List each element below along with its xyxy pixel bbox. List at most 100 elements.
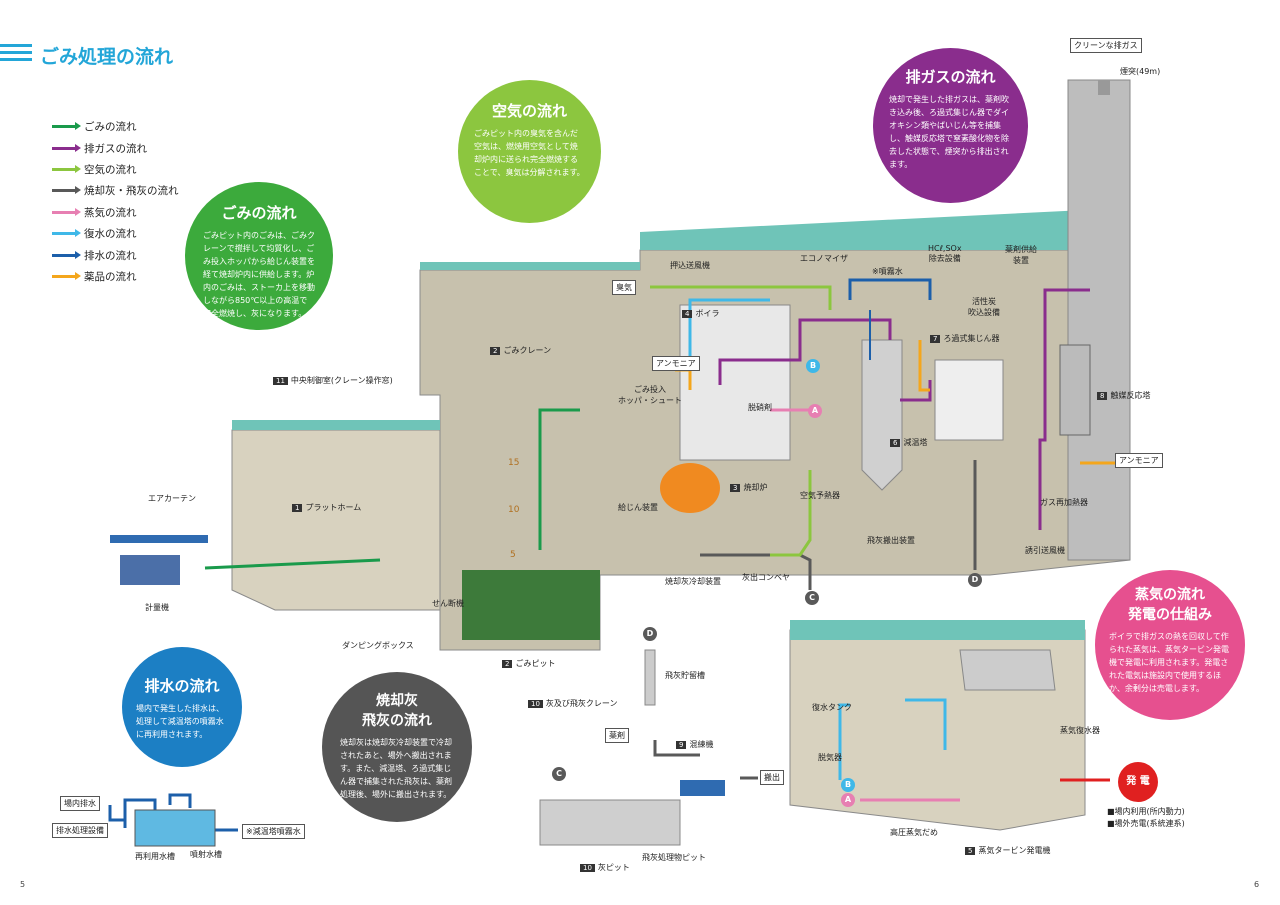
- cooling-tower-text: 減温塔: [903, 438, 928, 447]
- crane-text: ごみクレーン: [503, 346, 552, 355]
- legend-arrow-icon: [52, 250, 81, 259]
- badge-c-2: C: [552, 767, 566, 781]
- fire: [660, 463, 720, 513]
- incinerator-text: 焼却炉: [743, 483, 768, 492]
- circle-text: 焼却灰は焼却灰冷却装置で冷却されたあと、場外へ搬出されます。また、減温塔、ろ過式…: [340, 738, 452, 799]
- garbage-flow-1: [204, 558, 381, 570]
- legend-arrow-icon: [52, 207, 81, 216]
- circle-text: ボイラで排ガスの熱を回収して作られた蒸気は、蒸気タービン発電機で発電に利用されま…: [1109, 632, 1229, 693]
- cutter-label: せん断機: [432, 599, 464, 608]
- hopper-label: ごみ投入 ホッパ・シュート: [618, 385, 682, 405]
- pit-text: ごみピット: [515, 659, 556, 668]
- circle-text: 焼却で発生した排ガスは、薬剤吹き込み後、ろ過式集じん器でダイオキシン類やばいじん…: [889, 95, 1009, 169]
- condensate-flow: [688, 298, 770, 370]
- ash-flow-1: [700, 553, 812, 590]
- condensate-tank-label: 復水タンク: [812, 703, 852, 712]
- scale-10: 10: [508, 505, 520, 515]
- legend-label: 蒸気の流れ: [84, 206, 137, 219]
- odor-label: 臭気: [612, 280, 636, 295]
- scale-label: 計量機: [145, 603, 169, 612]
- ash-crane-text: 灰及び飛灰クレーン: [545, 699, 618, 708]
- economizer-label: エコノマイザ: [800, 254, 848, 263]
- legend-arrow-icon: [52, 186, 81, 195]
- num-3: 3: [730, 484, 741, 492]
- gas-flow-3: [1038, 288, 1090, 530]
- chem-supply-label: 薬剤供給 装置: [1005, 245, 1037, 265]
- air-flow-2: [770, 470, 812, 557]
- page-number-right: 6: [1254, 880, 1260, 889]
- turbine-text: 蒸気タービン発電機: [978, 846, 1051, 855]
- ash-conveyor-label: 灰出コンベヤ: [742, 573, 790, 582]
- circle-text: ごみピット内のごみは、ごみクレーンで撹拌して均質化し、ごみ投入ホッパから給じん装…: [203, 231, 315, 318]
- chimney: [1067, 79, 1131, 561]
- silo-shape: [644, 649, 656, 706]
- circle-title: 蒸気の流れ 発電の仕組み: [1128, 587, 1212, 623]
- badge-b-2: B: [841, 778, 855, 792]
- spray-tank-label: 噴射水槽: [190, 850, 222, 859]
- circle-title: ごみの流れ: [221, 204, 297, 222]
- ash-cooler-label: 焼却灰冷却装置: [665, 577, 721, 586]
- condenser-label: 蒸気復水器: [1060, 726, 1100, 735]
- legend-item: 空気の流れ: [52, 159, 179, 180]
- legend-label: 焼却灰・飛灰の流れ: [84, 185, 179, 198]
- num-11: 11: [273, 377, 288, 385]
- drain-flow: [848, 278, 932, 300]
- filter-text: ろ過式集じん器: [943, 334, 1000, 343]
- chem-flow-2: [918, 340, 930, 392]
- legend-item: 蒸気の流れ: [52, 202, 179, 223]
- flyash-silo-label: 飛灰貯留槽: [665, 671, 705, 680]
- use-1: ■場内利用(所内動力): [1107, 807, 1185, 816]
- legend-item: 排ガスの流れ: [52, 137, 179, 158]
- circle-text: 場内で発生した排水は、処理して減温塔の噴霧水に再利用されます。: [136, 704, 224, 739]
- gas-heater-label: ガス再加熱器: [1040, 498, 1088, 507]
- scale-5: 5: [510, 550, 516, 560]
- degasser-label: 脱気器: [818, 753, 842, 762]
- num-2b: 2: [502, 660, 513, 668]
- page-title: ごみ処理の流れ: [40, 46, 174, 68]
- legend-arrow-icon: [52, 143, 81, 152]
- legend-item: 薬品の流れ: [52, 266, 179, 287]
- gas-flow-1: [718, 318, 892, 385]
- drain-facility-label: 排水処理設備: [52, 823, 108, 838]
- denitration-label: 脱硝剤: [748, 403, 772, 412]
- ash-pit-text: 灰ピット: [597, 863, 630, 872]
- scale-15: 15: [508, 458, 520, 468]
- blower-label: 押込送風機: [670, 261, 710, 270]
- platform-building: [231, 429, 441, 611]
- legend-label: 空気の流れ: [84, 163, 137, 176]
- hcl-label: HCℓ,SOx 除去設備: [928, 244, 962, 263]
- legend-label: 復水の流れ: [84, 228, 137, 241]
- legend-arrow-icon: [52, 229, 81, 238]
- badge-a-1: A: [808, 404, 822, 418]
- legend-item: 焼却灰・飛灰の流れ: [52, 180, 179, 201]
- use-2: ■場外売電(系統連系): [1107, 819, 1185, 828]
- circle-text: ごみピット内の臭気を含んだ空気は、燃焼用空気として焼却炉内に送られ完全燃焼するこ…: [474, 129, 585, 177]
- carry-out-label: 搬出: [760, 770, 784, 785]
- title-decoration: [0, 44, 32, 65]
- circle-gas-flow: 排ガスの流れ焼却で発生した排ガスは、薬剤吹き込み後、ろ過式集じん器でダイオキシン…: [873, 48, 1028, 203]
- legend-arrow-icon: [52, 271, 81, 280]
- flyash-out-label: 飛灰搬出装置: [867, 536, 915, 545]
- boiler-text: ボイラ: [695, 309, 720, 318]
- legend-label: 排ガスの流れ: [84, 142, 147, 155]
- ash-truck: [680, 780, 725, 796]
- dumping-label: ダンピングボックス: [342, 641, 414, 650]
- num-9: 9: [676, 741, 687, 749]
- legend-arrow-icon: [52, 122, 81, 131]
- garbage-flow-2: [538, 408, 580, 550]
- air-preheater-label: 空気予熱器: [800, 491, 840, 500]
- badge-d-1: D: [968, 573, 982, 587]
- legend: ごみの流れ排ガスの流れ空気の流れ焼却灰・飛灰の流れ蒸気の流れ復水の流れ排水の流れ…: [52, 116, 179, 287]
- circle-title: 焼却灰 飛灰の流れ: [362, 693, 432, 729]
- catalyst-shape: [1059, 344, 1091, 436]
- clean-gas-label: クリーンな排ガス: [1070, 38, 1142, 53]
- num-10b: 10: [580, 864, 595, 872]
- num-7: 7: [930, 335, 941, 343]
